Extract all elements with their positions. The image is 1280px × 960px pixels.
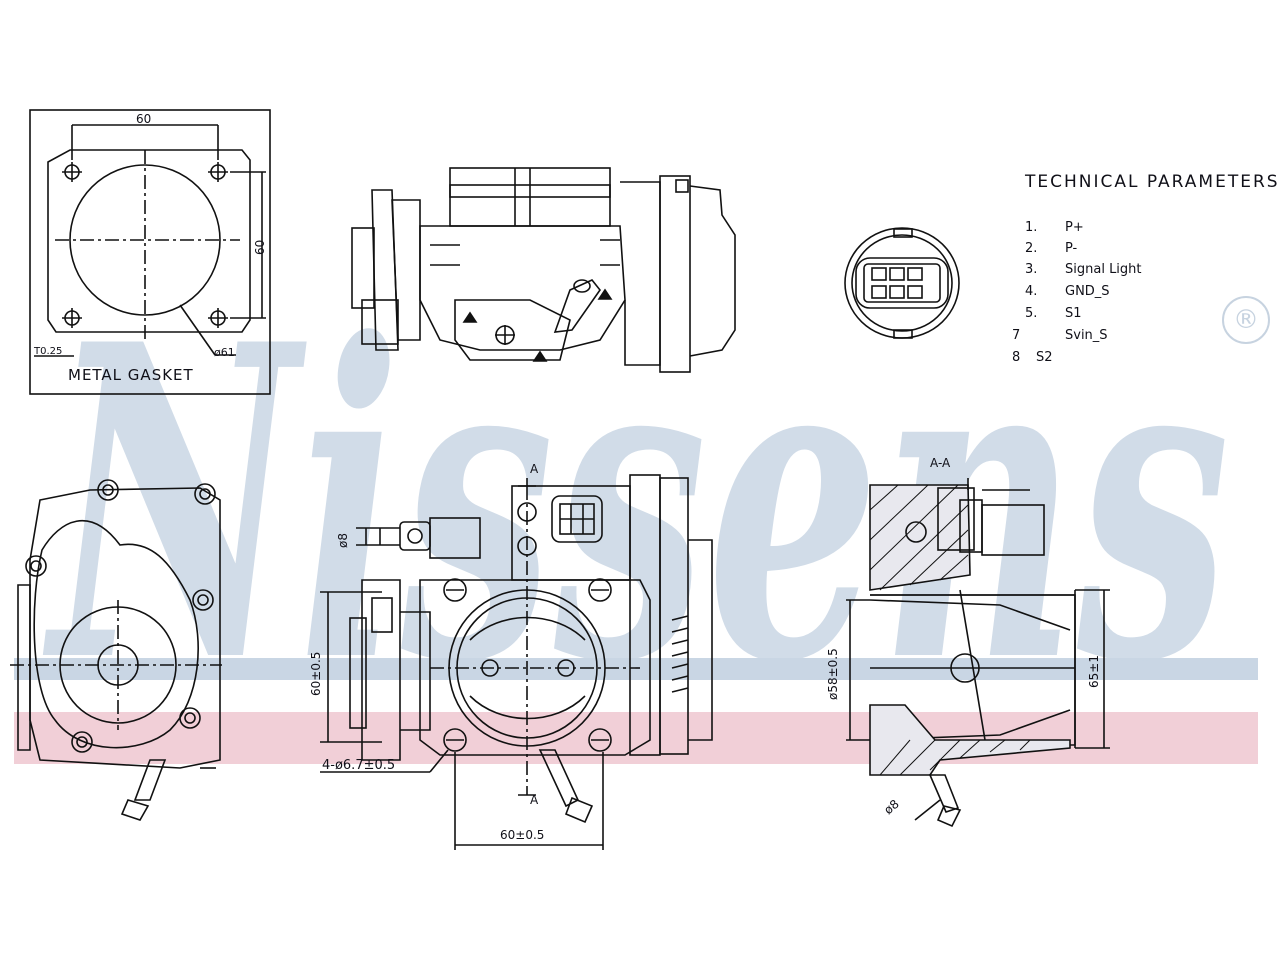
section-dim-bore: ø58±0.5 <box>826 648 840 700</box>
param-label: GND_S <box>1065 284 1110 299</box>
gasket-view <box>29 109 271 395</box>
front-dim-pipe: ø8 <box>336 533 350 548</box>
gasket-dim-top: 60 <box>136 112 152 126</box>
technical-parameters-title: TECHNICAL PARAMETERS <box>1025 172 1280 192</box>
param-row: 5. S1 <box>1025 306 1082 321</box>
param-row: 1. P+ <box>1025 220 1084 235</box>
param-number: 5. <box>1025 306 1038 321</box>
param-label: P+ <box>1065 220 1084 235</box>
param-label: P- <box>1065 241 1078 256</box>
gasket-caption: METAL GASKET <box>68 366 194 384</box>
param-row: 7 Svin_S <box>1012 328 1108 343</box>
blue-stripe <box>14 658 1258 680</box>
param-number: 2. <box>1025 241 1038 256</box>
front-dim-vertical: 60±0.5 <box>309 651 323 696</box>
gasket-dim-side: 60 <box>253 239 267 255</box>
param-number: 8 <box>1012 350 1021 365</box>
section-title: A-A <box>930 456 951 470</box>
front-dim-holes: 4-ø6.7±0.5 <box>322 758 396 773</box>
gasket-dim-thickness: T0.25 <box>34 346 63 357</box>
registered-mark-icon: ® <box>1222 296 1270 344</box>
param-row: 2. P- <box>1025 241 1077 256</box>
left-side-view <box>10 479 222 821</box>
param-number: 3. <box>1025 262 1038 277</box>
param-label: Svin_S <box>1065 328 1108 343</box>
param-label: S1 <box>1065 306 1082 321</box>
param-row: 8 S2 <box>1012 350 1053 365</box>
connector-view <box>844 227 960 339</box>
param-label: Signal Light <box>1065 262 1142 277</box>
section-view <box>846 478 1110 828</box>
param-number: 7 <box>1012 328 1021 343</box>
section-dim-outer: 65±1 <box>1087 655 1101 688</box>
param-label: S2 <box>1036 350 1053 365</box>
param-row: 4. GND_S <box>1025 284 1110 299</box>
param-number: 4. <box>1025 284 1038 299</box>
top-view <box>351 167 736 373</box>
param-number: 1. <box>1025 220 1038 235</box>
front-section-marker-top: A <box>530 462 539 476</box>
param-row: 3. Signal Light <box>1025 262 1142 277</box>
front-section-marker-bottom: A <box>530 793 539 807</box>
gasket-dim-bore: ø61 <box>214 346 235 359</box>
front-dim-horizontal: 60±0.5 <box>500 828 545 842</box>
front-view <box>320 474 713 850</box>
